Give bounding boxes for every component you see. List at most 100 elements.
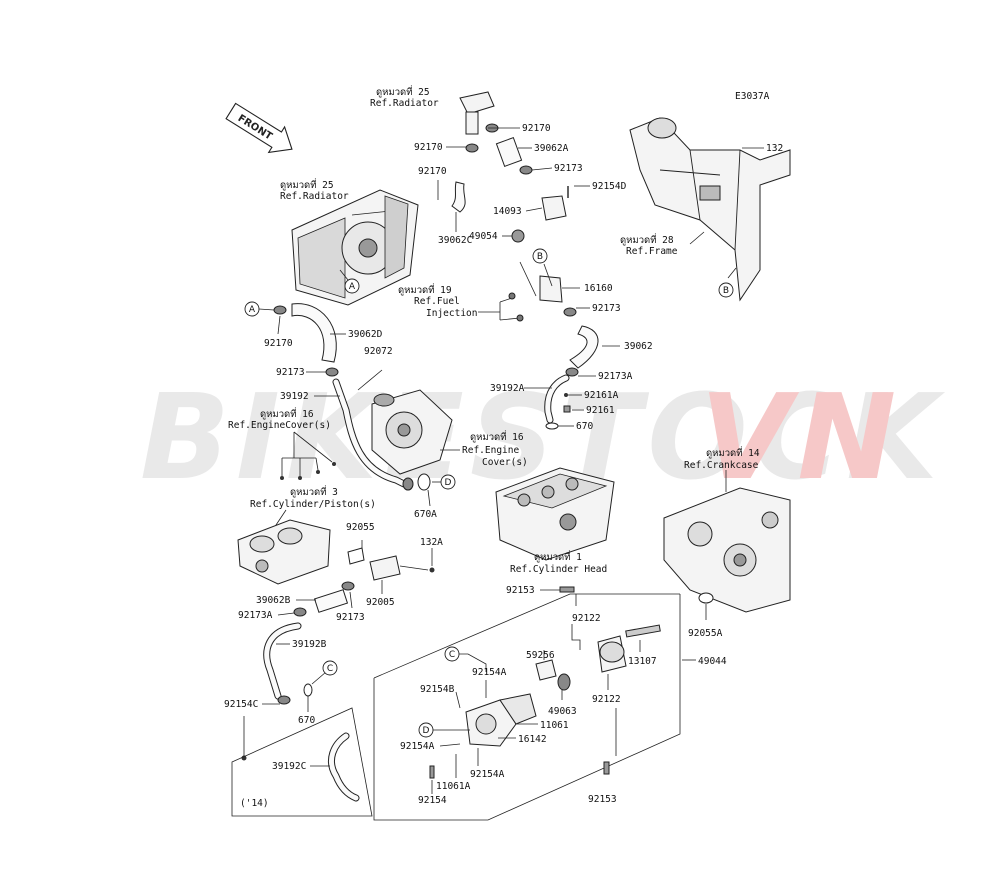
svg-text:ดูหมวดที่ 14: ดูหมวดที่ 14 xyxy=(706,446,760,459)
label-13107: 13107 xyxy=(628,656,657,667)
label-49054: 49054 xyxy=(469,231,498,242)
ref-crankcase: ดูหมวดที่ 14 Ref.Crankcase xyxy=(684,446,760,471)
svg-text:ดูหมวดที่ 1: ดูหมวดที่ 1 xyxy=(534,550,582,563)
label-92154A-c: 92154A xyxy=(470,769,505,780)
label-92122-b: 92122 xyxy=(592,694,621,705)
svg-text:D: D xyxy=(423,726,430,736)
label-14093: 14093 xyxy=(493,206,522,217)
label-92005: 92005 xyxy=(366,597,395,608)
label-92072: 92072 xyxy=(364,346,393,357)
label-39192C: 39192C xyxy=(272,761,306,772)
svg-text:Injection: Injection xyxy=(426,308,477,319)
label-670-a: 670 xyxy=(576,421,593,432)
pump-cover xyxy=(465,693,537,747)
svg-text:ดูหมวดที่ 16: ดูหมวดที่ 16 xyxy=(470,430,524,443)
label-39062: 39062 xyxy=(624,341,653,352)
label-39192A: 39192A xyxy=(490,383,525,394)
svg-text:C: C xyxy=(449,650,455,660)
label-39192: 39192 xyxy=(280,391,309,402)
callout-c-1 xyxy=(322,660,338,676)
radiator-filler-neck xyxy=(451,91,523,213)
ref-cylinder-piston: ดูหมวดที่ 3 Ref.Cylinder/Piston(s) xyxy=(250,485,376,510)
svg-text:ดูหมวดที่ 25: ดูหมวดที่ 25 xyxy=(280,178,334,191)
svg-text:Ref.Frame: Ref.Frame xyxy=(626,246,678,257)
label-92154: 92154 xyxy=(418,795,447,806)
ref-frame: ดูหมวดที่ 28 Ref.Frame xyxy=(620,233,678,257)
hose-39062D xyxy=(273,303,337,363)
label-92170-a: 92170 xyxy=(522,123,551,134)
label-92055A: 92055A xyxy=(688,628,723,639)
label-92161A: 92161A xyxy=(584,390,619,401)
svg-text:Ref.Crankcase: Ref.Crankcase xyxy=(684,460,759,471)
label-92173A-a: 92173A xyxy=(598,371,633,382)
engine-cover-illustration xyxy=(371,389,453,475)
label-11061A: 11061A xyxy=(436,781,471,792)
svg-text:ดูหมวดที่ 25: ดูหมวดที่ 25 xyxy=(376,85,430,98)
label-92055: 92055 xyxy=(346,522,375,533)
label-39192B: 39192B xyxy=(292,639,327,650)
label-92153-a: 92153 xyxy=(506,585,535,596)
callout-b-2 xyxy=(718,282,734,298)
label-92154A-b: 92154A xyxy=(400,741,435,752)
svg-text:D: D xyxy=(445,478,452,488)
ref-cylinder-head: ดูหมวดที่ 1 Ref.Cylinder Head xyxy=(510,550,607,575)
frame-illustration xyxy=(629,117,791,302)
label-39062D: 39062D xyxy=(348,329,383,340)
svg-text:Ref.EngineCover(s): Ref.EngineCover(s) xyxy=(228,420,331,431)
label-92170-c: 92170 xyxy=(418,166,447,177)
label-92154A-a: 92154A xyxy=(472,667,507,678)
label-132: 132 xyxy=(766,143,783,154)
crankcase-illustration xyxy=(663,487,791,613)
ref-engine-cover-right: ดูหมวดที่ 16 Ref.Engine Cover(s) xyxy=(462,430,528,468)
diagram-code: E3037A xyxy=(735,91,770,102)
label-92154D: 92154D xyxy=(592,181,627,192)
callout-a-2 xyxy=(344,278,360,294)
svg-text:ดูหมวดที่ 16: ดูหมวดที่ 16 xyxy=(260,407,314,420)
svg-text:ดูหมวดที่ 19: ดูหมวดที่ 19 xyxy=(398,283,452,296)
cylinder-block-illustration xyxy=(237,519,331,585)
label-670A: 670A xyxy=(414,509,437,520)
water-pipe-assembly xyxy=(293,547,401,617)
front-arrow: FRONT xyxy=(225,102,293,154)
pump-box-top xyxy=(373,593,680,679)
svg-text:Cover(s): Cover(s) xyxy=(482,457,528,468)
label-92173-a: 92173 xyxy=(554,163,583,174)
hose-39062 xyxy=(565,325,599,377)
ref-radiator-top: ดูหมวดที่ 25 Ref.Radiator xyxy=(370,85,439,109)
year-variant-box xyxy=(231,707,373,817)
cylinder-head-illustration xyxy=(495,467,615,561)
label-16160: 16160 xyxy=(584,283,613,294)
svg-text:ดูหมวดที่ 3: ดูหมวดที่ 3 xyxy=(290,485,338,498)
label-39062B: 39062B xyxy=(256,595,291,606)
label-49044: 49044 xyxy=(698,656,727,667)
label-92173-c: 92173 xyxy=(276,367,305,378)
label-49063: 49063 xyxy=(548,706,577,717)
watermark-text-2: VN xyxy=(700,368,902,506)
ref-engine-cover-left: ดูหมวดที่ 16 Ref.EngineCover(s) xyxy=(228,407,331,431)
svg-text:B: B xyxy=(723,286,729,296)
pipe-39192C xyxy=(328,732,360,802)
pipe-39192A xyxy=(544,374,570,424)
svg-text:C: C xyxy=(327,664,333,674)
label-92173-d: 92173 xyxy=(336,612,365,623)
svg-text:A: A xyxy=(349,282,356,292)
svg-text:Ref.Engine: Ref.Engine xyxy=(462,445,519,456)
label-39062A: 39062A xyxy=(534,143,569,154)
pipe-39192 xyxy=(325,367,414,491)
label-132A: 132A xyxy=(420,537,443,548)
label-11061: 11061 xyxy=(540,720,569,731)
label-92153-b: 92153 xyxy=(588,794,617,805)
label-670-b: 670 xyxy=(298,715,315,726)
svg-text:Ref.Radiator: Ref.Radiator xyxy=(280,191,349,202)
svg-text:ดูหมวดที่ 28: ดูหมวดที่ 28 xyxy=(620,233,674,246)
label-39062C: 39062C xyxy=(438,235,472,246)
svg-text:Ref.Cylinder/Piston(s): Ref.Cylinder/Piston(s) xyxy=(250,499,376,510)
label-92173-b: 92173 xyxy=(592,303,621,314)
svg-text:Ref.Radiator: Ref.Radiator xyxy=(370,98,439,109)
svg-text:Ref.Fuel: Ref.Fuel xyxy=(414,296,460,307)
svg-text:A: A xyxy=(249,305,256,315)
label-16142: 16142 xyxy=(518,734,547,745)
callout-b-1 xyxy=(532,248,548,264)
callout-d-1 xyxy=(440,474,456,490)
label-92161: 92161 xyxy=(586,405,615,416)
